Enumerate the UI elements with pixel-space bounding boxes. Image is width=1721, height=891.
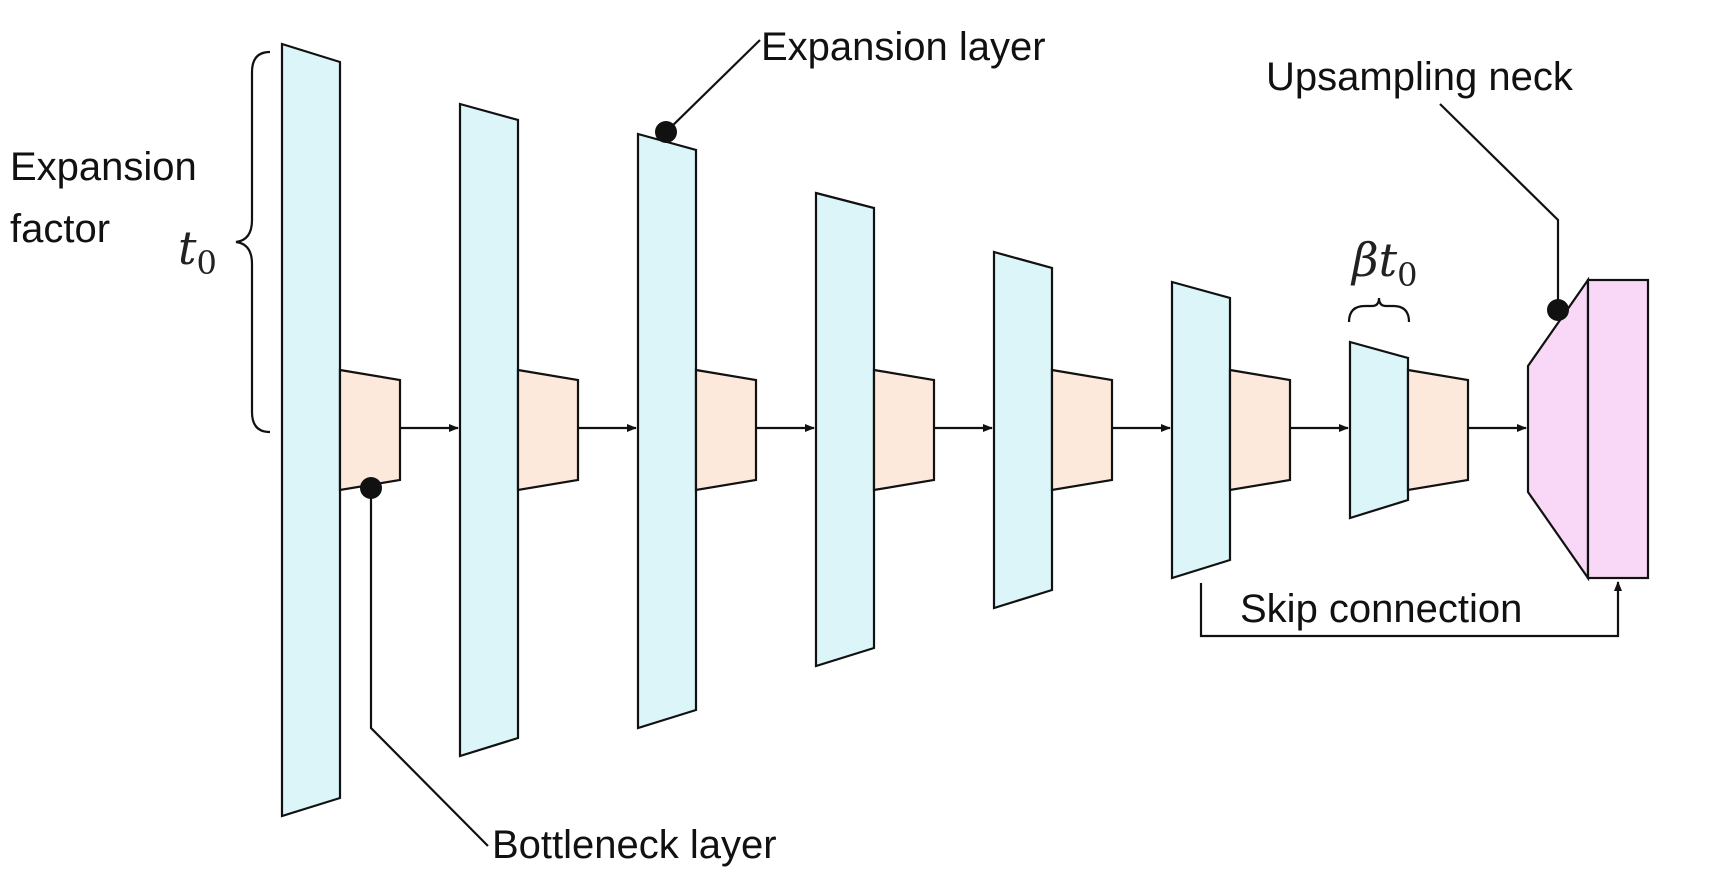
bottleneck-layer-label: Bottleneck layer bbox=[492, 823, 777, 867]
bottleneck-layer-1 bbox=[338, 368, 402, 492]
expansion-layer-6 bbox=[1170, 280, 1232, 580]
bottleneck-layer-3 bbox=[694, 368, 758, 492]
bottleneck-layer-callout-dot bbox=[360, 477, 382, 499]
expansion-factor-brace bbox=[235, 50, 271, 434]
skip-connection-label: Skip connection bbox=[1240, 587, 1522, 631]
upsampling-neck-callout-dot bbox=[1547, 299, 1569, 321]
upsampling-neck-label: Upsampling neck bbox=[1266, 55, 1574, 99]
t0-symbol: t0 bbox=[178, 221, 217, 282]
expansion-layer-callout-line bbox=[665, 39, 761, 133]
upsampling-neck-callout-line bbox=[1439, 103, 1560, 310]
skip-connection-line bbox=[1199, 581, 1622, 638]
bottleneck-layer-2 bbox=[516, 368, 580, 492]
bottleneck-layer-7 bbox=[1406, 368, 1470, 492]
expansion-layer-5 bbox=[992, 250, 1054, 610]
bottleneck-layer-6 bbox=[1228, 368, 1292, 492]
beta-t0-brace bbox=[1347, 297, 1411, 323]
expansion-layer-1 bbox=[280, 42, 342, 818]
beta-t0-symbol: βt0 bbox=[1350, 233, 1417, 294]
bottleneck-layer-4 bbox=[872, 368, 936, 492]
expansion-factor-label-line2: factor bbox=[10, 207, 110, 251]
upsampling-neck-block-right bbox=[1586, 278, 1650, 580]
expansion-factor-label-line1: Expansion bbox=[10, 145, 197, 189]
upsampling-neck-block-left bbox=[1526, 276, 1590, 582]
expansion-layer-7 bbox=[1348, 340, 1410, 520]
expansion-layer-2 bbox=[458, 102, 520, 758]
expansion-layer-label: Expansion layer bbox=[761, 25, 1046, 69]
expansion-layer-3 bbox=[636, 132, 698, 730]
bottleneck-layer-callout-line bbox=[369, 488, 489, 847]
expansion-layer-callout-dot bbox=[655, 121, 677, 143]
expansion-layer-4 bbox=[814, 191, 876, 668]
bottleneck-layer-5 bbox=[1050, 368, 1114, 492]
